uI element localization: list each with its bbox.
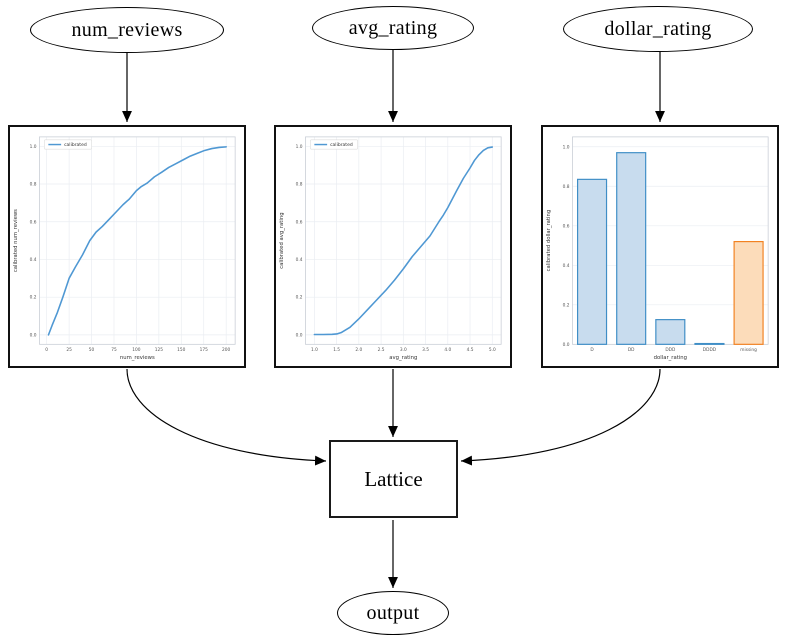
bar-D (576, 178, 608, 345)
svg-text:5.0: 5.0 (489, 347, 496, 353)
x-axis-label: dollar_rating (654, 355, 687, 361)
svg-text:DDD: DDD (665, 347, 676, 353)
svg-text:1.5: 1.5 (333, 347, 340, 353)
legend-label: calibrated (64, 142, 87, 148)
svg-text:3.0: 3.0 (400, 347, 407, 353)
svg-text:1.0: 1.0 (563, 144, 570, 150)
svg-text:25: 25 (66, 347, 72, 353)
y-axis-label: calibrated num_reviews (13, 209, 19, 272)
svg-text:175: 175 (200, 347, 208, 353)
svg-text:50: 50 (89, 347, 95, 353)
node-lattice: Lattice (329, 440, 458, 518)
svg-text:100: 100 (132, 347, 140, 353)
svg-text:0.8: 0.8 (563, 184, 570, 190)
svg-text:0.8: 0.8 (30, 182, 37, 188)
svg-text:0.6: 0.6 (563, 223, 570, 229)
svg-text:0.2: 0.2 (296, 295, 303, 301)
svg-text:1.0: 1.0 (30, 144, 37, 150)
node-avg-rating-label: avg_rating (348, 16, 438, 39)
svg-text:0.4: 0.4 (563, 263, 570, 269)
node-dollar-rating: dollar_rating (563, 6, 753, 52)
bar-DDD (655, 319, 686, 345)
svg-text:2.0: 2.0 (355, 347, 362, 353)
y-axis-label: calibrated dollar_rating (546, 210, 552, 272)
svg-text:0.6: 0.6 (30, 219, 37, 225)
svg-text:0.8: 0.8 (296, 182, 303, 188)
edge-calibrator3-to-lattice (460, 368, 661, 466)
svg-text:DDDD: DDDD (703, 347, 717, 353)
legend-box (44, 139, 92, 150)
svg-text:0.4: 0.4 (30, 257, 37, 263)
svg-text:D: D (590, 347, 594, 353)
node-avg-rating: avg_rating (312, 6, 474, 50)
legend-box (310, 139, 358, 150)
node-num-reviews-label: num_reviews (71, 18, 183, 41)
svg-text:0.0: 0.0 (563, 342, 570, 348)
svg-text:150: 150 (177, 347, 185, 353)
node-output-label: output (366, 601, 420, 624)
svg-text:DD: DD (628, 347, 635, 353)
svg-text:0: 0 (45, 347, 48, 353)
svg-text:200: 200 (222, 347, 230, 353)
svg-text:0.6: 0.6 (296, 219, 303, 225)
bar-DD (616, 152, 647, 345)
svg-text:125: 125 (155, 347, 163, 353)
svg-text:4.0: 4.0 (444, 347, 451, 353)
svg-text:1.0: 1.0 (311, 347, 318, 353)
svg-text:1.0: 1.0 (296, 144, 303, 150)
avg-rating-calibrator-chart: 1.0 1.5 2.0 2.5 3.0 3.5 4.0 4.5 5.0 calibrated 0.0… (276, 127, 510, 366)
node-dollar-rating-label: dollar_rating (604, 17, 712, 40)
node-num-reviews: num_reviews (30, 7, 224, 53)
svg-text:missing: missing (740, 347, 757, 353)
bar-DDDD (694, 342, 725, 345)
avg-rating-calibration-plot: 1.0 1.5 2.0 2.5 3.0 3.5 4.0 4.5 5.0 calibrated 0.0… (274, 125, 512, 368)
num-reviews-calibration-plot: 0 25 50 75 100 125 150 175 200 calibrated 0.0 0.2 0.… (8, 125, 246, 368)
svg-text:0.2: 0.2 (30, 295, 37, 301)
svg-text:0.0: 0.0 (30, 332, 37, 338)
svg-text:4.5: 4.5 (467, 347, 474, 353)
svg-text:0.2: 0.2 (563, 302, 570, 308)
edge-calibrator1-to-lattice (126, 368, 327, 466)
svg-text:0.0: 0.0 (296, 332, 303, 338)
bar-missing (733, 240, 764, 345)
svg-text:3.5: 3.5 (422, 347, 429, 353)
node-lattice-label: Lattice (364, 466, 423, 491)
node-output: output (337, 591, 449, 635)
svg-text:2.5: 2.5 (378, 347, 385, 353)
num-reviews-calibrator-chart: 0 25 50 75 100 125 150 175 200 calibrated 0.0 0.2 0.… (10, 127, 244, 366)
x-axis-label: num_reviews (120, 355, 155, 361)
legend-label: calibrated (330, 142, 353, 148)
x-axis-label: avg_rating (389, 355, 417, 361)
y-axis-label: calibrated avg_rating (279, 212, 285, 268)
svg-text:75: 75 (111, 347, 117, 353)
svg-text:0.4: 0.4 (296, 257, 303, 263)
